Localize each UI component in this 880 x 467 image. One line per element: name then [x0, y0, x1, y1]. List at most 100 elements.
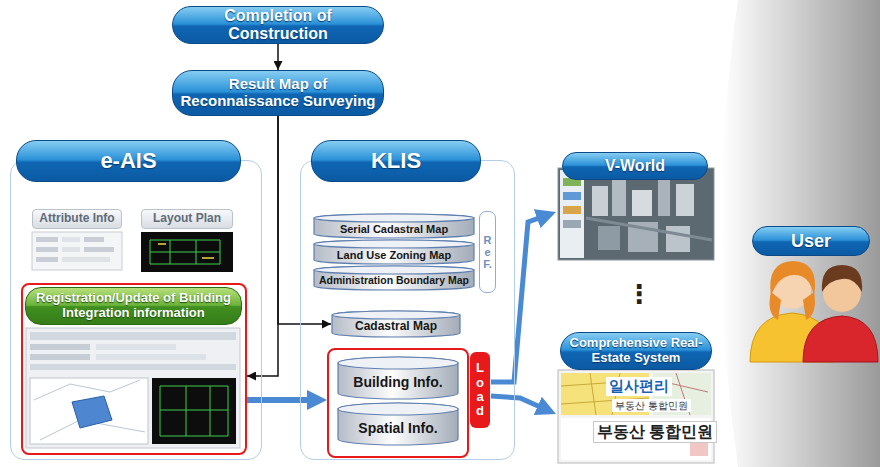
- reference-db: Administration Boundary Map: [313, 266, 475, 290]
- v-world-screen-image: [586, 218, 712, 240]
- v-world-screen-image: [632, 190, 652, 216]
- node-text: Completion of Construction: [178, 7, 378, 43]
- connector-arrow: [491, 396, 549, 411]
- node-text: Building Info.: [353, 375, 442, 391]
- node-text: Administration Boundary Map: [319, 275, 469, 287]
- user-pill: User: [752, 226, 870, 256]
- user-figures: [822, 265, 862, 292]
- reference-db: Land Use Zoning Map: [313, 240, 475, 264]
- header-pill: e-AIS: [16, 140, 241, 182]
- node-text: Cadastral Map: [355, 320, 437, 333]
- user-backdrop: [721, 0, 880, 467]
- v-world-screen-image: [658, 178, 670, 216]
- database-cylinder: Cadastral Map: [331, 311, 461, 337]
- registration-screen-image: [30, 332, 236, 340]
- tag-label: Attribute Info: [32, 209, 122, 229]
- cylinder-shape: [338, 357, 458, 369]
- load-tab: Load: [470, 352, 490, 428]
- screen-caption: 부동산 통합민원: [612, 399, 691, 412]
- attribute-form-image: [62, 237, 80, 242]
- user-figures: [803, 292, 815, 320]
- milestone-pill: Completion of Construction: [172, 6, 384, 44]
- node-text: Registration/Update of Building Integrat…: [31, 291, 236, 320]
- layout-plan-image: [141, 232, 233, 272]
- layout-plan-image: [141, 232, 233, 272]
- cylinder-shape: [314, 214, 474, 222]
- node-text: e-AIS: [100, 149, 156, 174]
- node-text: Load: [474, 361, 487, 418]
- node-text: Serial Cadastral Map: [340, 223, 448, 235]
- service-logo-text: 일사편리: [606, 377, 672, 396]
- screen-title: 부동산 통합민원: [593, 421, 717, 443]
- v-world-screen-image: [560, 170, 584, 258]
- v-world-screen-image: [563, 206, 581, 214]
- cylinder-shape: [314, 240, 474, 248]
- attribute-form-image: [62, 247, 80, 252]
- node-text: User: [791, 231, 831, 251]
- attribute-form-image: [32, 232, 122, 270]
- label-text: ⋮: [626, 280, 652, 309]
- user-figures: [750, 261, 878, 362]
- user-figures: [803, 316, 878, 362]
- label-text: 일사편리: [606, 377, 672, 396]
- user-figures: [770, 261, 815, 296]
- cylinder-shape: [314, 266, 474, 274]
- v-world-screen-image: [676, 184, 694, 216]
- registration-box: Registration/Update of Building Integrat…: [21, 283, 247, 455]
- v-world-screen-image: [558, 168, 714, 260]
- registration-screen-image: [26, 328, 240, 448]
- v-world-screen-image: [558, 168, 714, 260]
- header-pill: V-World: [562, 152, 708, 180]
- attribute-form-image: [84, 247, 114, 252]
- connector-arrow: [247, 116, 278, 376]
- node-text: Land Use Zoning Map: [337, 249, 451, 261]
- cylinder-shape: [332, 311, 460, 319]
- header-pill: Comprehensive Real-Estate System: [560, 332, 712, 370]
- cylinder-label: Administration Boundary Map: [315, 273, 473, 289]
- cylinder-shape: [338, 357, 458, 399]
- cylinder-shape: [314, 266, 474, 290]
- v-world-screen-image: [666, 226, 690, 252]
- cylinder-label: Spatial Info.: [339, 414, 457, 444]
- cylinder-shape: [314, 240, 474, 264]
- v-world-screen-image: [598, 226, 620, 250]
- node-text: Comprehensive Real-Estate System: [566, 336, 706, 365]
- system-panel: Serial Cadastral MapLand Use Zoning MapA…: [300, 160, 515, 460]
- node-text: Result Map of Reconnaissance Surveying: [178, 76, 378, 110]
- header-pill: User: [752, 226, 870, 256]
- red-frame: [327, 348, 469, 458]
- node-text: KLIS: [371, 149, 421, 174]
- screen-tag: Layout Plan: [137, 209, 237, 275]
- tag-label: Layout Plan: [141, 209, 233, 229]
- v-world-screen-image: [592, 186, 608, 216]
- attribute-form-image: [36, 257, 58, 262]
- attribute-form-image: [32, 232, 122, 270]
- header-pill: Completion of Construction: [172, 6, 384, 44]
- registration-screen-image: [160, 386, 228, 436]
- header-pill: Registration/Update of Building Integrat…: [25, 287, 242, 325]
- attribute-form-image: [62, 257, 110, 262]
- layout-plan-image: [158, 244, 214, 258]
- system-panel: Attribute Info Layout PlanRegistration/Up…: [10, 160, 262, 460]
- label-text: 부동산 통합민원: [612, 399, 691, 412]
- cylinder-label: Building Info.: [339, 368, 457, 398]
- service-screen: Comprehensive Real-Estate System: [556, 330, 716, 465]
- reference-tab: ReF.: [479, 211, 496, 293]
- cylinder-shape: [338, 403, 458, 415]
- attribute-form-image: [36, 237, 58, 242]
- connector-arrow: [491, 215, 548, 382]
- database-cylinder: Building Info.: [337, 357, 459, 399]
- registration-screen-image: [30, 364, 236, 370]
- service-screen: V-World: [556, 150, 714, 262]
- v-world-screen-image: [612, 176, 626, 216]
- header-pill: KLIS: [311, 140, 481, 182]
- cylinder-shape: [314, 214, 474, 238]
- node-text: ReF.: [482, 234, 493, 270]
- cylinder-label: Cadastral Map: [333, 318, 459, 336]
- screen-tag: Attribute Info: [29, 209, 127, 275]
- layout-plan-image: [150, 240, 220, 264]
- user-figures: [770, 292, 781, 320]
- v-world-screen-image: [563, 220, 581, 228]
- registration-screen-image: [34, 380, 145, 440]
